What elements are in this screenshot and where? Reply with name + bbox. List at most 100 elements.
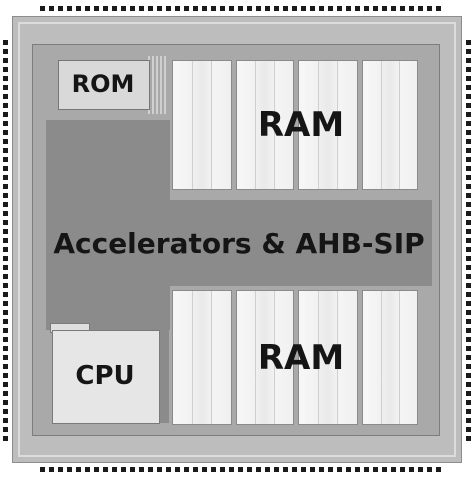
io-pad (466, 256, 471, 261)
io-pad (211, 6, 216, 11)
io-pad (94, 6, 99, 11)
io-pad (292, 467, 297, 472)
io-pad (3, 193, 8, 198)
io-pad (3, 49, 8, 54)
io-pad (139, 6, 144, 11)
io-pad (166, 467, 171, 472)
io-pad (337, 467, 342, 472)
io-pad (85, 6, 90, 11)
io-pad (229, 467, 234, 472)
io-pad (427, 6, 432, 11)
io-pad (466, 301, 471, 306)
io-pad (3, 211, 8, 216)
io-pad (466, 58, 471, 63)
io-pad (3, 364, 8, 369)
io-pad (319, 6, 324, 11)
io-pad (391, 6, 396, 11)
io-pad (3, 166, 8, 171)
io-pad (40, 467, 45, 472)
io-pad (427, 467, 432, 472)
io-pad (310, 467, 315, 472)
io-pad (337, 6, 342, 11)
ram-macro (172, 60, 232, 190)
io-pad (466, 148, 471, 153)
io-pad (466, 274, 471, 279)
io-pad (409, 6, 414, 11)
io-pad (220, 6, 225, 11)
io-pad (3, 58, 8, 63)
io-pad (328, 6, 333, 11)
ram-top-label: RAM (257, 105, 345, 145)
io-pad (76, 467, 81, 472)
io-pad (466, 400, 471, 405)
rom-peripheral-strip (148, 56, 166, 114)
io-pad (3, 67, 8, 72)
io-pad (466, 67, 471, 72)
io-pad (436, 6, 441, 11)
ram-macro (298, 290, 358, 425)
io-pad (466, 121, 471, 126)
io-pad (3, 76, 8, 81)
io-pad (466, 103, 471, 108)
io-pad (355, 6, 360, 11)
io-pad (175, 467, 180, 472)
io-pad (157, 6, 162, 11)
io-pad (265, 6, 270, 11)
io-pad (466, 391, 471, 396)
io-pad (3, 175, 8, 180)
io-pad (3, 220, 8, 225)
io-pad (373, 6, 378, 11)
io-pad (301, 467, 306, 472)
io-pad (67, 6, 72, 11)
io-pad (466, 346, 471, 351)
io-pad (3, 184, 8, 189)
io-pad (466, 337, 471, 342)
accelerator-region-bar (46, 200, 432, 286)
io-pad (3, 391, 8, 396)
io-pad (3, 85, 8, 90)
io-pad (3, 346, 8, 351)
io-pad (274, 6, 279, 11)
io-pad (139, 467, 144, 472)
io-pad (3, 292, 8, 297)
accelerators-label: Accelerators & AHB-SIP (53, 226, 425, 260)
io-pad (67, 467, 72, 472)
io-pad (3, 103, 8, 108)
io-pad (238, 6, 243, 11)
io-pad (301, 6, 306, 11)
io-pad (373, 467, 378, 472)
io-pad (3, 94, 8, 99)
io-pad (466, 265, 471, 270)
io-pad (184, 6, 189, 11)
io-pad (466, 94, 471, 99)
io-pad (148, 6, 153, 11)
io-pad (466, 409, 471, 414)
io-pad (418, 467, 423, 472)
io-pad (3, 139, 8, 144)
io-pad (265, 467, 270, 472)
io-pad (193, 467, 198, 472)
io-pad (466, 166, 471, 171)
io-pad (466, 130, 471, 135)
io-pad (466, 175, 471, 180)
io-pad (3, 112, 8, 117)
io-pad (466, 373, 471, 378)
io-pad (112, 6, 117, 11)
io-pad (3, 121, 8, 126)
io-pad (3, 148, 8, 153)
io-pad (229, 6, 234, 11)
io-pad (148, 467, 153, 472)
io-pad (283, 467, 288, 472)
io-pad (418, 6, 423, 11)
io-pad (409, 467, 414, 472)
io-pad (3, 256, 8, 261)
io-pad (466, 139, 471, 144)
ram-macro (172, 290, 232, 425)
io-pad (76, 6, 81, 11)
io-pad (103, 467, 108, 472)
io-pad (466, 355, 471, 360)
die-seal-ring (18, 22, 456, 457)
io-pad (247, 467, 252, 472)
io-pad (466, 364, 471, 369)
io-pad (130, 467, 135, 472)
